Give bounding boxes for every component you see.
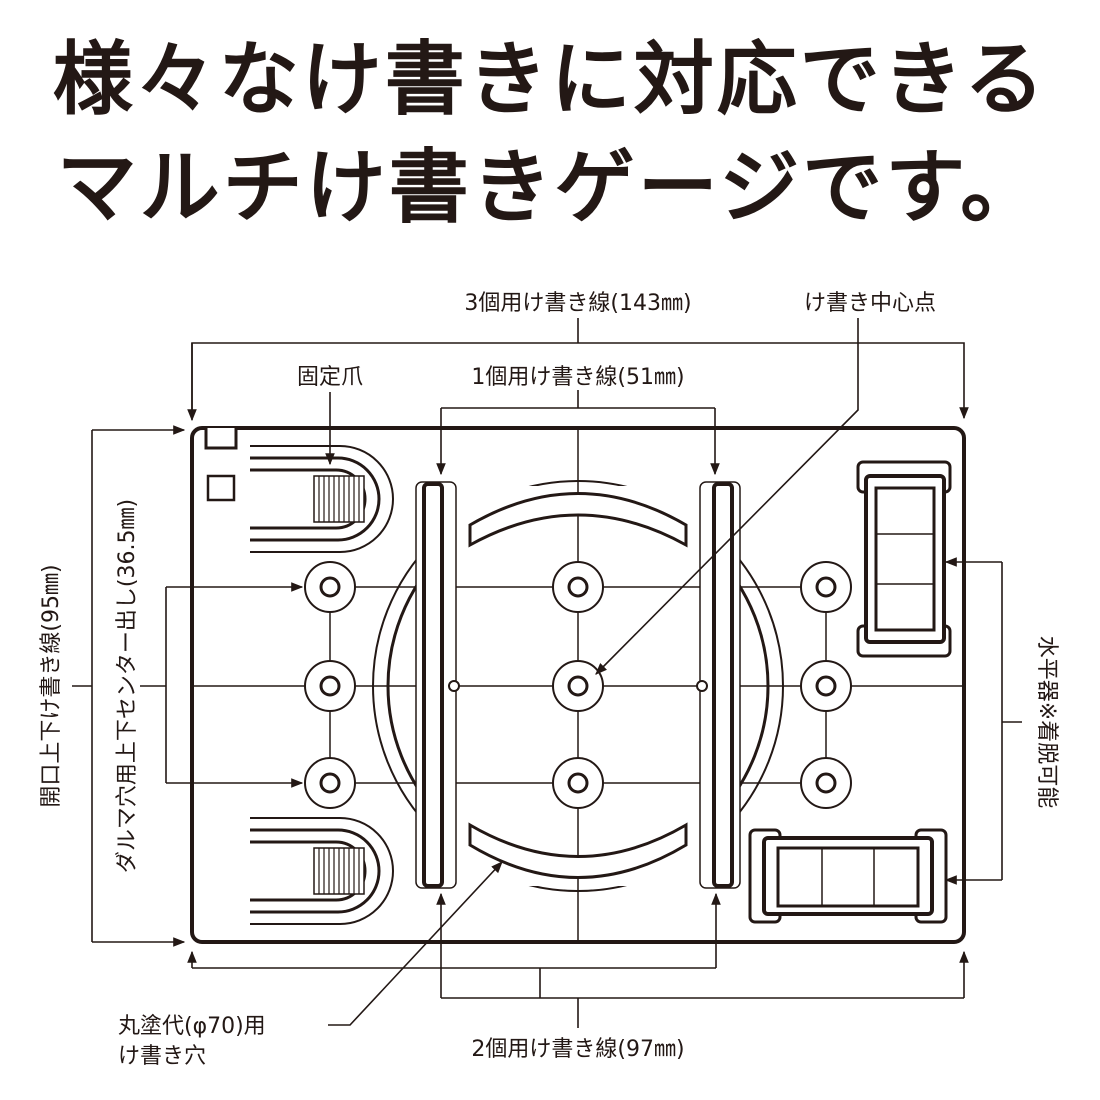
label-center-point: け書き中心点 [804, 291, 936, 316]
fixing-claw-bottom [250, 817, 394, 925]
scribe-hole [800, 660, 852, 712]
arc-slot-bottom [468, 822, 688, 879]
small-square-hole [206, 474, 236, 502]
scribe-hole [304, 660, 356, 712]
label-1-piece-line: 1個用け書き線(51㎜) [471, 365, 684, 390]
scribe-hole [304, 757, 356, 809]
vertical-bars [415, 481, 741, 889]
arc-slot-top [468, 492, 688, 548]
label-round-hole-1: 丸塗代(φ70)用 [118, 1014, 266, 1039]
scribe-hole [800, 757, 852, 809]
label-round-hole-2: け書き穴 [118, 1044, 206, 1069]
dimension-lines [72, 318, 1022, 1028]
label-daruma-center: ダルマ穴用上下センター出し(36.5㎜) [115, 499, 140, 873]
scribe-hole [800, 561, 852, 613]
label-3-piece-line: 3個用け書き線(143㎜) [464, 291, 691, 316]
arc-slots [468, 492, 688, 879]
headline-line-2: マルチけ書きゲージです。 [56, 141, 1044, 234]
label-2-piece-line: 2個用け書き線(97㎜) [471, 1037, 684, 1062]
label-opening-line: 開口上下け書き線(95㎜) [39, 564, 64, 807]
scribe-hole [552, 757, 604, 809]
corner-notch [204, 428, 238, 450]
scribe-hole [552, 561, 604, 613]
spirit-level-vertical [856, 460, 952, 658]
fixing-claw-top [250, 445, 394, 553]
headline-line-1: 様々なけ書きに対応できる [52, 33, 1048, 126]
scribe-hole-center [552, 660, 604, 712]
label-fixing-claw: 固定爪 [297, 365, 363, 390]
spirit-level-horizontal [748, 828, 948, 924]
scribe-holes [304, 561, 852, 809]
label-level-detachable: 水平器※着脱可能 [1034, 636, 1059, 808]
scribe-hole [304, 561, 356, 613]
